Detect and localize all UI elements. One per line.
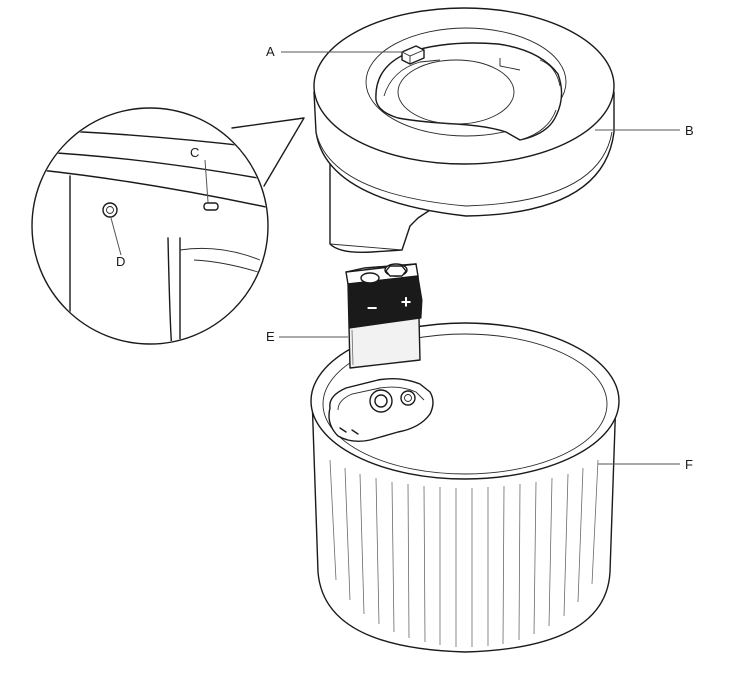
label-e: E <box>266 329 275 344</box>
battery-minus-label: − <box>367 298 378 318</box>
battery-9v: − + <box>345 263 423 369</box>
reset-button <box>102 202 118 218</box>
callout-leaders <box>110 51 680 465</box>
label-d: D <box>116 254 125 269</box>
detail-callout <box>31 107 305 345</box>
base-container <box>310 322 620 653</box>
label-a: A <box>266 44 275 59</box>
battery-plus-label: + <box>401 292 412 312</box>
label-f: F <box>685 457 693 472</box>
label-b: B <box>685 123 694 138</box>
lid-unit <box>313 7 615 254</box>
label-c: C <box>190 145 199 160</box>
base-ribs <box>329 459 599 647</box>
battery-connector-plate <box>328 377 434 443</box>
usb-port <box>203 202 219 211</box>
